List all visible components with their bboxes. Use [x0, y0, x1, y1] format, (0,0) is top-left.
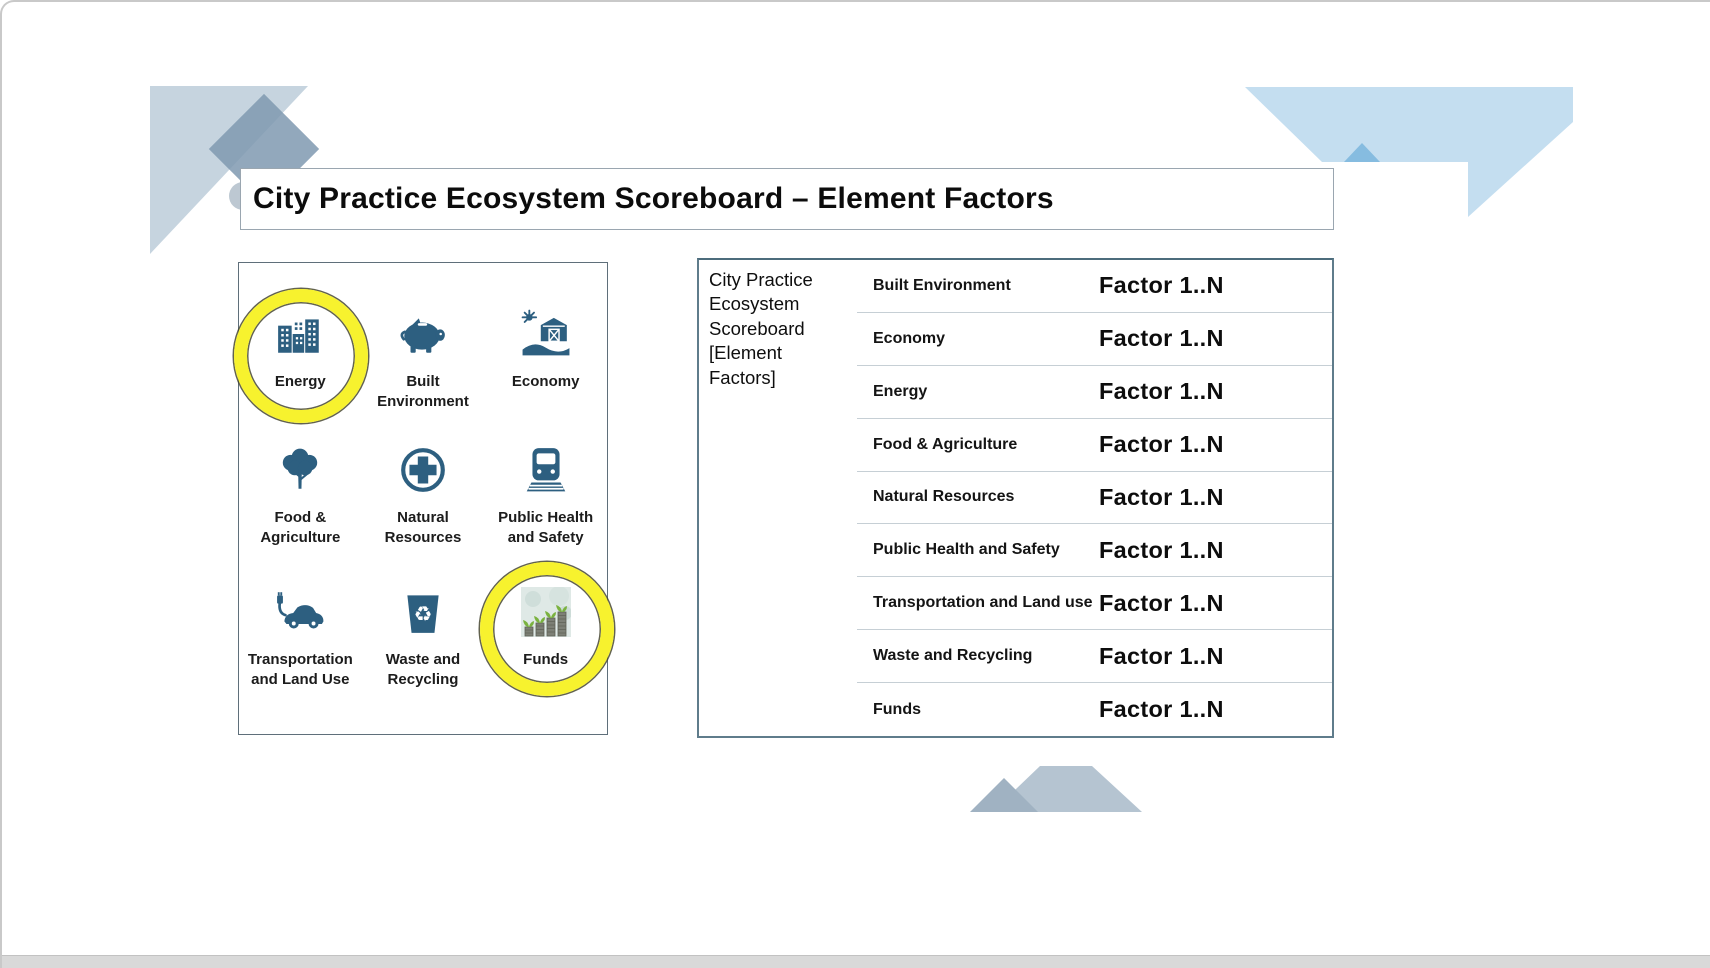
table-rows: Built Environment Factor 1..N Economy Fa…: [857, 260, 1332, 736]
piggy-bank-icon: [400, 318, 445, 353]
elements-panel: Energy Built Environment: [234, 262, 614, 736]
tree-icon: [283, 448, 318, 489]
element-item-waste-recycling: ♻ Waste and Recycling: [362, 571, 485, 736]
table-row: Energy Factor 1..N: [857, 366, 1332, 419]
table-row: Public Health and Safety Factor 1..N: [857, 524, 1332, 578]
element-item-funds: Funds: [484, 571, 607, 736]
element-name: Built Environment: [873, 276, 1011, 294]
electric-car-icon: [277, 592, 324, 629]
element-item-built-environment: Built Environment: [362, 263, 485, 421]
factor-value: Factor 1..N: [1099, 642, 1224, 669]
train-icon: [526, 448, 565, 492]
element-item-energy: Energy: [239, 263, 362, 421]
element-name: Energy: [873, 382, 928, 400]
factor-value: Factor 1..N: [1099, 325, 1224, 352]
element-name: Waste and Recycling: [873, 647, 1033, 665]
element-label: Built Environment: [377, 373, 469, 410]
element-item-food-agriculture: Food & Agriculture: [239, 421, 362, 571]
window-bottom-bar: [0, 955, 1710, 968]
factor-value: Factor 1..N: [1099, 272, 1224, 299]
element-label: Natural Resources: [384, 509, 462, 546]
factor-value: Factor 1..N: [1099, 696, 1224, 723]
factor-value: Factor 1..N: [1099, 431, 1224, 458]
element-name: Public Health and Safety: [873, 541, 1060, 559]
element-name: Funds: [873, 700, 921, 718]
table-row: Transportation and Land use Factor 1..N: [857, 577, 1332, 631]
element-item-economy: Economy: [484, 263, 607, 421]
element-name: Natural Resources: [873, 488, 1015, 506]
table-row: Food & Agriculture Factor 1..N: [857, 419, 1332, 472]
element-name: Economy: [873, 329, 946, 347]
element-label: Funds: [523, 651, 569, 668]
element-label: Economy: [511, 373, 580, 390]
table-side-header: City Practice Ecosystem Scoreboard [Elem…: [709, 269, 813, 388]
title-box: City Practice Ecosystem Scoreboard – Ele…: [240, 168, 1334, 230]
recycle-bin-icon: ♻: [407, 595, 439, 633]
element-item-public-health-safety: Public Health and Safety: [484, 421, 607, 571]
table-row: Funds Factor 1..N: [857, 683, 1332, 736]
medical-cross-circle-icon: [401, 448, 445, 492]
element-label: Energy: [274, 373, 326, 390]
page-title: City Practice Ecosystem Scoreboard – Ele…: [253, 182, 1054, 215]
table-row: Built Environment Factor 1..N: [857, 260, 1332, 313]
factors-table: City Practice Ecosystem Scoreboard [Elem…: [697, 258, 1334, 738]
element-label: Waste and Recycling: [385, 651, 461, 688]
factor-value: Factor 1..N: [1099, 483, 1224, 510]
table-row: Waste and Recycling Factor 1..N: [857, 630, 1332, 684]
table-row: Economy Factor 1..N: [857, 313, 1332, 366]
factor-value: Factor 1..N: [1099, 589, 1224, 616]
svg-text:♻: ♻: [414, 602, 433, 626]
factor-value: Factor 1..N: [1099, 536, 1224, 563]
table-row: Natural Resources Factor 1..N: [857, 472, 1332, 525]
element-item-transportation-land-use: Transportation and Land Use: [239, 571, 362, 736]
top-right-banner-shape: [1245, 87, 1573, 217]
element-item-natural-resources: Natural Resources: [362, 421, 485, 571]
element-label: Food & Agriculture: [260, 509, 341, 546]
city-buildings-icon: [278, 319, 320, 353]
element-name: Food & Agriculture: [873, 435, 1018, 453]
element-label: Transportation and Land Use: [247, 651, 353, 688]
bottom-mountains-shape: [970, 766, 1142, 812]
farm-barn-sun-icon: [521, 309, 570, 356]
element-label: Public Health and Safety: [498, 509, 594, 546]
coins-sprout-photo: [520, 587, 571, 637]
factor-value: Factor 1..N: [1099, 378, 1224, 405]
element-name: Transportation and Land use: [873, 594, 1093, 612]
